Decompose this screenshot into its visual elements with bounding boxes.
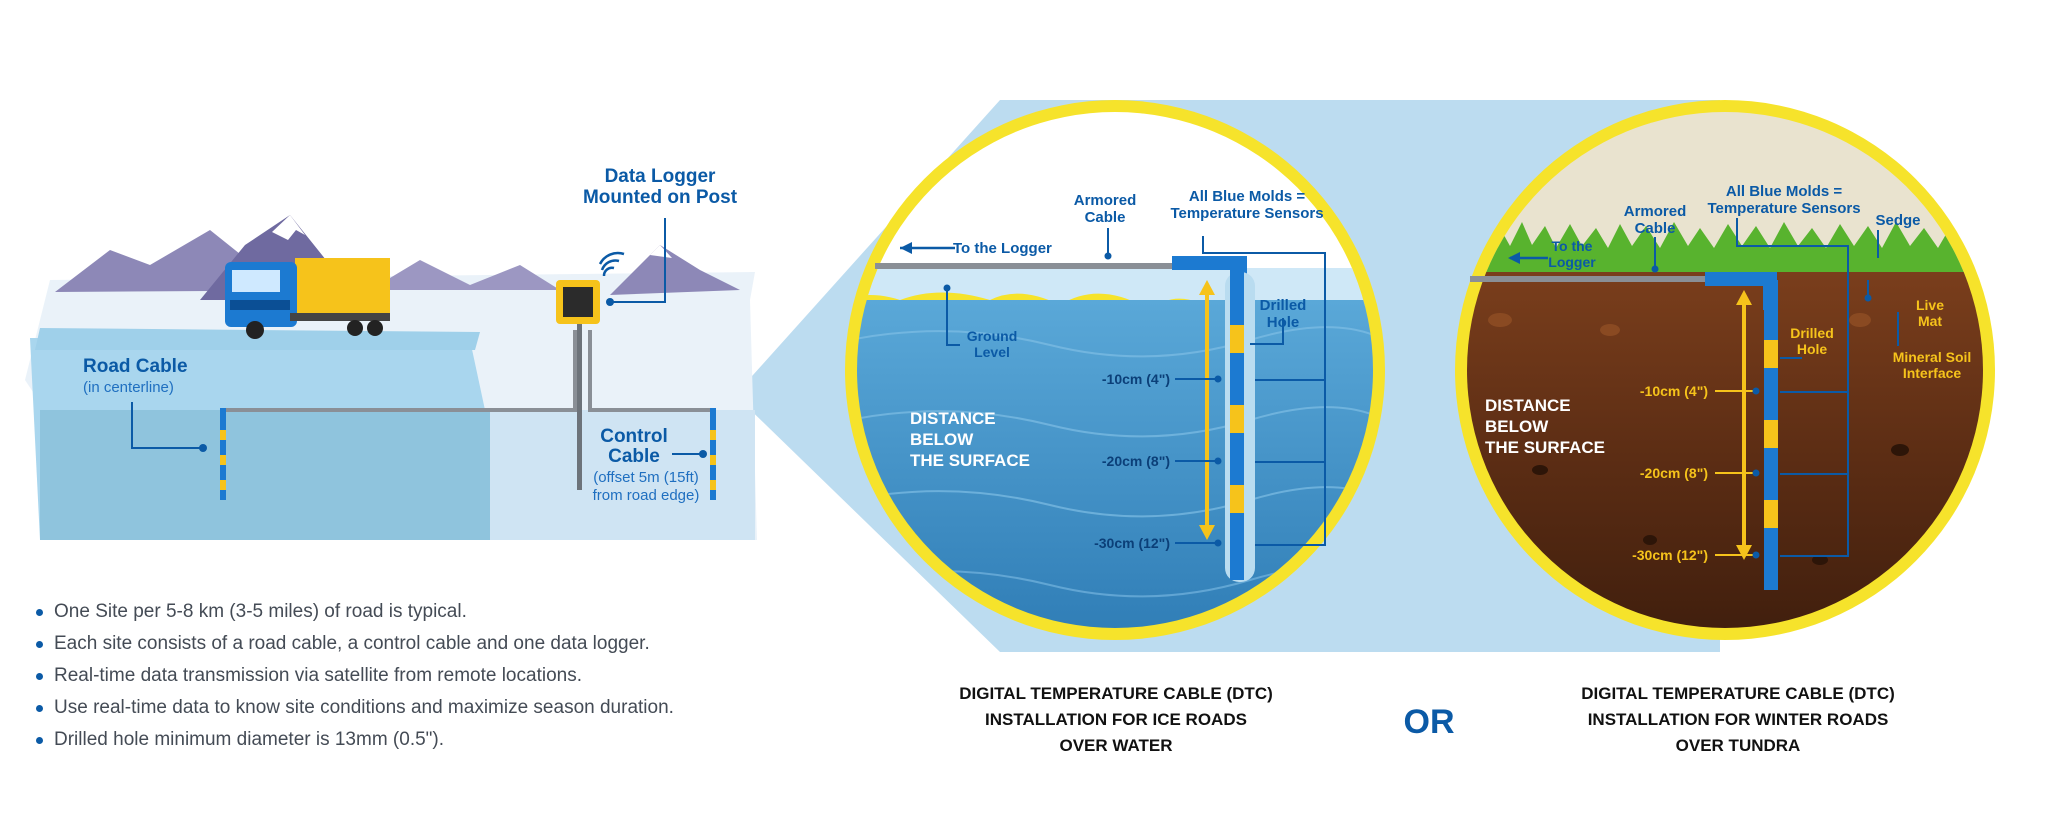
tundra-mineral-2: Interface — [1903, 365, 1962, 381]
ice-drilled-1: Drilled — [1260, 297, 1307, 314]
tundra-distance-3: THE SURFACE — [1485, 438, 1605, 457]
ice-caption-1: DIGITAL TEMPERATURE CABLE (DTC) — [959, 684, 1273, 703]
logger-post — [577, 300, 582, 490]
list-item-text: Each site consists of a road cable, a co… — [54, 633, 650, 654]
wireless-signal-icon — [598, 251, 625, 277]
tundra-distance-2: BELOW — [1485, 417, 1549, 436]
tundra-caption-3: OVER TUNDRA — [1676, 736, 1801, 755]
tundra-caption-1: DIGITAL TEMPERATURE CABLE (DTC) — [1581, 684, 1895, 703]
list-item: Use real-time data to know site conditio… — [34, 692, 674, 724]
tundra-armored-1: Armored — [1624, 203, 1687, 220]
tundra-live-2: Mat — [1918, 313, 1942, 329]
ice-depth-20: -20cm (8") — [1102, 453, 1170, 469]
ice-distance-3: THE SURFACE — [910, 451, 1030, 470]
ice-caption-3: OVER WATER — [1059, 736, 1172, 755]
tundra-depth-30: -30cm (12") — [1632, 547, 1708, 563]
bullet-icon — [36, 641, 43, 648]
tundra-drilled-2: Hole — [1797, 341, 1828, 357]
list-item-text: Drilled hole minimum diameter is 13mm (0… — [54, 729, 445, 750]
bullet-icon — [36, 673, 43, 680]
road-cable-leader — [131, 402, 200, 449]
bullet-icon — [36, 737, 43, 744]
ice-section — [40, 410, 490, 540]
tundra-sedge: Sedge — [1875, 212, 1920, 229]
ice-road-top — [35, 328, 480, 350]
tundra-molds-1: All Blue Molds = — [1726, 183, 1843, 200]
tundra-mineral-1: Mineral Soil — [1893, 349, 1972, 365]
list-item: Drilled hole minimum diameter is 13mm (0… — [34, 724, 674, 756]
list-item: Real-time data transmission via satellit… — [34, 660, 674, 692]
ice-caption-2: INSTALLATION FOR ICE ROADS — [985, 710, 1247, 729]
tundra-drilled-1: Drilled — [1790, 325, 1834, 341]
ice-distance-1: DISTANCE — [910, 409, 996, 428]
list-item: One Site per 5-8 km (3-5 miles) of road … — [34, 596, 674, 628]
road-cable-sensor — [220, 408, 226, 500]
logger-title-2: Mounted on Post — [583, 187, 738, 208]
control-cable-line — [588, 330, 712, 412]
bullet-icon — [36, 609, 43, 616]
tundra-to-logger-2: Logger — [1548, 254, 1596, 270]
control-sub-2: from road edge) — [593, 487, 700, 504]
ice-armored-1: Armored — [1074, 192, 1137, 209]
ice-molds-2: Temperature Sensors — [1170, 205, 1323, 222]
list-item: Each site consists of a road cable, a co… — [34, 628, 674, 660]
mountains-icon — [55, 215, 740, 300]
list-item-text: Real-time data transmission via satellit… — [54, 665, 582, 686]
tundra-armored-2: Cable — [1635, 220, 1676, 237]
control-title-2: Cable — [608, 446, 660, 467]
road-scene: Road Cable (in centerline) Data Logger M… — [25, 166, 757, 540]
control-cable-sensor — [710, 408, 716, 500]
ice-depth-30: -30cm (12") — [1094, 535, 1170, 551]
control-title-1: Control — [600, 426, 668, 447]
ice-armored-cable — [875, 263, 1175, 269]
feature-list: One Site per 5-8 km (3-5 miles) of road … — [34, 596, 674, 756]
tundra-distance-1: DISTANCE — [1485, 396, 1571, 415]
tundra-depth-10: -10cm (4") — [1640, 383, 1708, 399]
truck-icon — [225, 258, 390, 339]
ice-depth-10: -10cm (4") — [1102, 371, 1170, 387]
ice-circle: To the Logger Armored Cable All Blue Mol… — [845, 100, 1385, 640]
ice-ground-1: Ground — [967, 328, 1018, 344]
tundra-circle: To the Logger Armored Cable All Blue Mol… — [1455, 100, 1995, 640]
ice-layer — [857, 268, 1373, 318]
tundra-to-logger-1: To the — [1552, 238, 1593, 254]
tundra-live-1: Live — [1916, 297, 1944, 313]
list-item-text: Use real-time data to know site conditio… — [54, 697, 674, 718]
logger-title-1: Data Logger — [605, 166, 716, 187]
ice-to-logger: To the Logger — [953, 240, 1052, 257]
tundra-molds-2: Temperature Sensors — [1707, 200, 1860, 217]
ice-armored-2: Cable — [1085, 209, 1126, 226]
grass-layer — [1467, 222, 1983, 280]
tundra-caption-2: INSTALLATION FOR WINTER ROADS — [1588, 710, 1889, 729]
bullet-icon — [36, 705, 43, 712]
ice-drilled-2: Hole — [1267, 314, 1300, 331]
ice-ground-2: Level — [974, 344, 1010, 360]
tundra-depth-20: -20cm (8") — [1640, 465, 1708, 481]
list-item-text: One Site per 5-8 km (3-5 miles) of road … — [54, 601, 467, 622]
road-cable-title: Road Cable — [83, 356, 188, 377]
road-cable-line — [225, 330, 577, 412]
road-cable-sub: (in centerline) — [83, 379, 174, 396]
logger-leader — [612, 218, 666, 303]
ice-distance-2: BELOW — [910, 430, 974, 449]
data-logger-icon — [556, 280, 600, 324]
or-label: OR — [1404, 703, 1455, 741]
tundra-armored-cable — [1470, 276, 1710, 282]
arrow-left-icon — [900, 242, 912, 254]
control-sub-1: (offset 5m (15ft) — [593, 469, 699, 486]
ice-molds-1: All Blue Molds = — [1189, 188, 1306, 205]
